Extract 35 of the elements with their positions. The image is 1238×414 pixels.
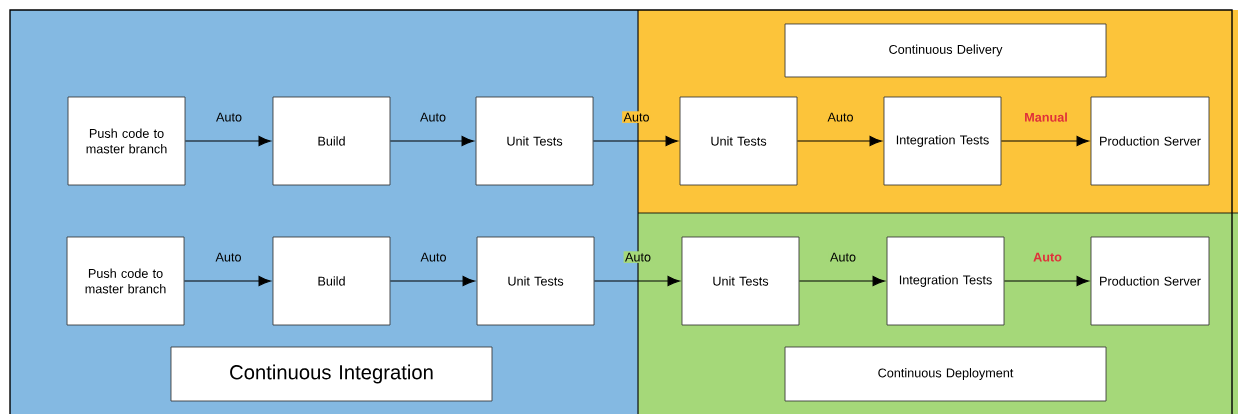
arrow bbox=[592, 135, 678, 147]
edge-label: Auto bbox=[623, 112, 649, 122]
process-box: Integration Tests bbox=[883, 96, 1002, 186]
process-box: Production Server bbox=[1090, 96, 1210, 186]
edge-label: Manual bbox=[1025, 112, 1067, 122]
edge-label: Auto bbox=[1033, 252, 1062, 262]
process-box: Push code to master branch bbox=[66, 236, 185, 326]
process-box: Production Server bbox=[1090, 236, 1210, 326]
process-box: Push code to master branch bbox=[67, 96, 186, 186]
edge-label: Auto bbox=[827, 112, 853, 122]
arrow bbox=[1003, 275, 1089, 287]
process-box: Unit Tests bbox=[679, 96, 798, 186]
edge-label: Auto bbox=[215, 252, 241, 262]
label-box: Continuous Delivery bbox=[784, 23, 1107, 78]
arrow bbox=[183, 275, 271, 287]
arrow bbox=[796, 135, 882, 147]
edge-label: Auto bbox=[420, 112, 446, 122]
label-box: Continuous Integration bbox=[170, 346, 493, 402]
arrow bbox=[798, 275, 885, 287]
arrow bbox=[389, 275, 475, 287]
arrow bbox=[1000, 135, 1089, 147]
arrow bbox=[389, 135, 474, 147]
edge-label: Auto bbox=[625, 252, 651, 262]
edge-label: Auto bbox=[420, 252, 446, 262]
edge-label: Auto bbox=[216, 112, 242, 122]
process-box: Build bbox=[272, 236, 391, 326]
process-box: Unit Tests bbox=[476, 236, 595, 326]
process-box: Unit Tests bbox=[475, 96, 594, 186]
label-box: Continuous Deployment bbox=[784, 346, 1107, 402]
edge-label: Auto bbox=[830, 252, 856, 262]
arrow bbox=[593, 275, 680, 287]
process-box: Build bbox=[272, 96, 391, 186]
process-box: Unit Tests bbox=[681, 236, 800, 326]
process-box: Integration Tests bbox=[886, 236, 1005, 326]
arrow bbox=[184, 135, 271, 147]
